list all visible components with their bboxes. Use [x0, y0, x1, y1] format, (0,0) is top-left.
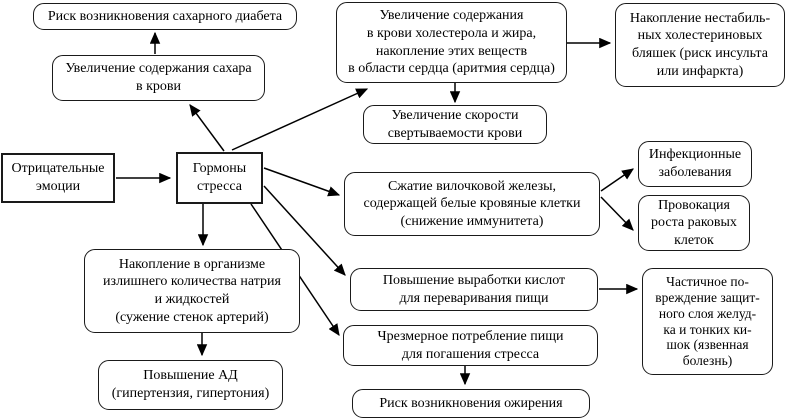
arrow-thymus-to-infections	[600, 168, 634, 192]
node-sodium-retention-label: Накопление в организме излишнего количес…	[103, 256, 281, 325]
node-overeating-label: Чрезмерное потребление пищи для погашени…	[377, 328, 564, 362]
node-blood-clotting-label: Увеличение скорости свертываемости крови	[387, 107, 523, 141]
node-plaques: Накопление нестабиль- ных холестериновых…	[615, 3, 785, 87]
node-negative-emotions-label: Отрицательные эмоции	[11, 161, 105, 194]
node-stomach-damage-label: Частичное по- вреждение защит- ного слоя…	[655, 273, 760, 369]
arrow-hormones-to-cholesterol	[231, 88, 369, 151]
node-cancer-cells-label: Провокация роста раковых клеток	[651, 197, 737, 248]
node-acid-production: Повышение выработки кислот для переварив…	[350, 268, 598, 311]
node-blood-pressure-label: Повышение АД (гипертензия, гипертония)	[111, 368, 270, 401]
node-thymus: Сжатие вилочковой железы, содержащей бел…	[344, 172, 600, 236]
node-blood-sugar-label: Увеличение содержания сахара в крови	[65, 61, 252, 94]
node-obesity-risk-label: Риск возникновения ожирения	[379, 395, 563, 411]
node-cholesterol: Увеличение содержания в крови холестерол…	[336, 2, 567, 83]
node-cancer-cells: Провокация роста раковых клеток	[638, 195, 750, 251]
node-stress-hormones: Гормоны стресса	[176, 152, 263, 204]
node-stress-hormones-label: Гормоны стресса	[192, 161, 247, 194]
node-overeating: Чрезмерное потребление пищи для погашени…	[343, 325, 598, 366]
node-infections: Инфекционные заболевания	[638, 141, 752, 187]
node-plaques-label: Накопление нестабиль- ных холестериновых…	[629, 10, 771, 79]
node-thymus-label: Сжатие вилочковой железы, содержащей бел…	[363, 178, 581, 229]
node-cholesterol-label: Увеличение содержания в крови холестерол…	[348, 8, 555, 77]
node-obesity-risk: Риск возникновения ожирения	[352, 389, 590, 418]
node-infections-label: Инфекционные заболевания	[648, 147, 742, 180]
node-blood-clotting: Увеличение скорости свертываемости крови	[363, 105, 547, 144]
node-blood-pressure: Повышение АД (гипертензия, гипертония)	[98, 360, 283, 410]
node-stomach-damage: Частичное по- вреждение защит- ного слоя…	[642, 268, 773, 375]
node-risk-diabetes-label: Риск возникновения сахарного диабета	[47, 8, 283, 24]
node-risk-diabetes: Риск возникновения сахарного диабета	[33, 3, 297, 30]
node-sodium-retention: Накопление в организме излишнего количес…	[84, 249, 300, 333]
arrow-hormones-to-acids	[263, 185, 346, 276]
arrow-hormones-to-sugar	[189, 104, 225, 152]
arrow-thymus-to-cancer	[600, 196, 634, 231]
node-blood-sugar: Увеличение содержания сахара в крови	[52, 55, 265, 101]
node-negative-emotions: Отрицательные эмоции	[1, 153, 115, 203]
node-acid-production-label: Повышение выработки кислот для переварив…	[382, 272, 566, 306]
arrow-hormones-to-thymus	[263, 167, 341, 197]
